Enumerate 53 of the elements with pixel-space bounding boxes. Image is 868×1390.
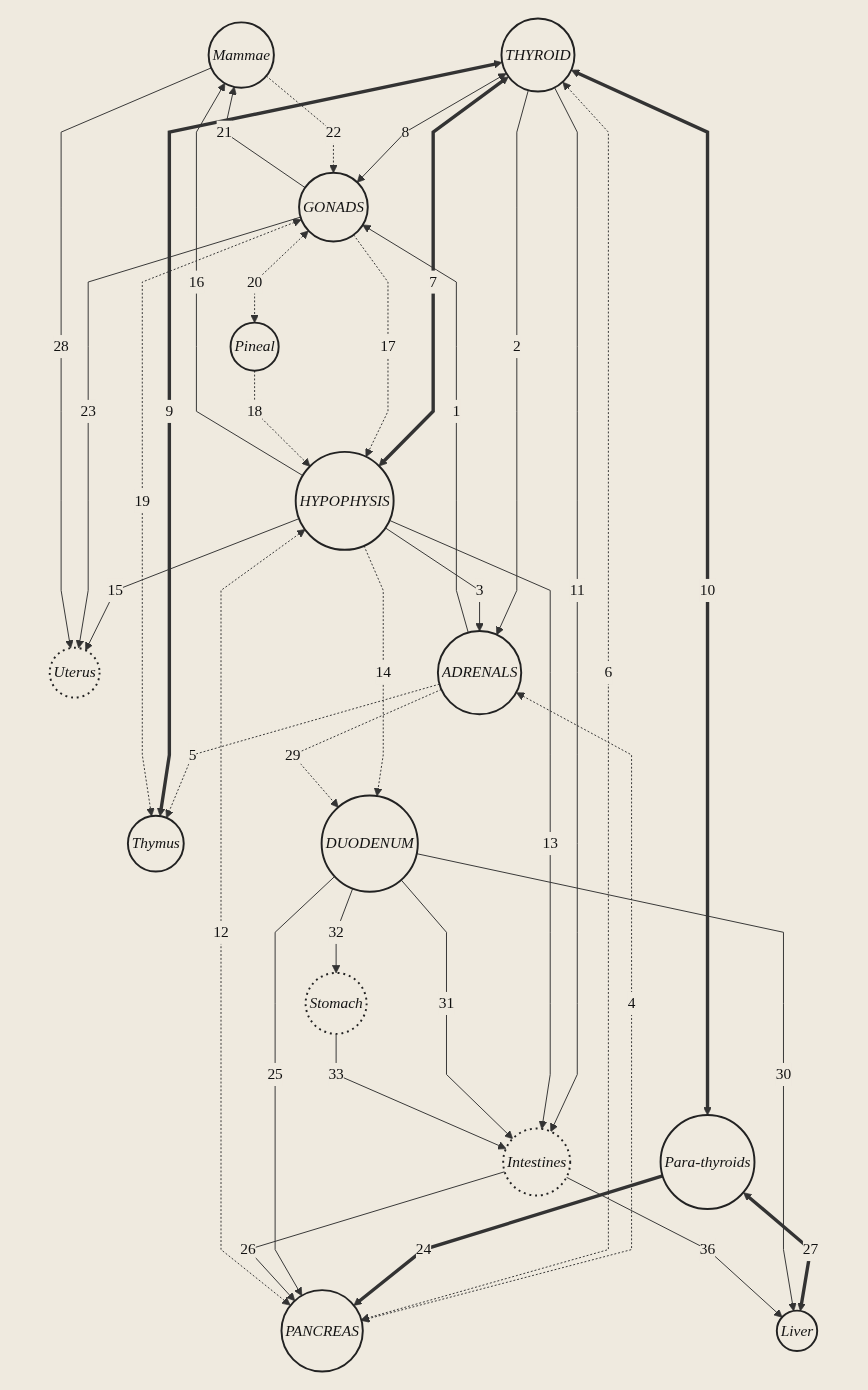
edge-label: 18 [246, 402, 263, 420]
node-circle: ADRENALS [436, 630, 523, 716]
edge-label: 28 [53, 337, 69, 355]
edge-label: 22 [325, 123, 342, 140]
edge-label: 9 [165, 402, 174, 420]
edge-label: 19 [134, 492, 151, 509]
edge-label: 21 [216, 123, 232, 140]
node-circle: Liver [775, 1309, 819, 1352]
edge-label: 25 [267, 1065, 283, 1083]
node-circle: DUODENUM [320, 794, 419, 893]
edge-label: 14 [375, 663, 391, 681]
edge-label: 8 [401, 123, 410, 140]
node-circle: THYROID [500, 17, 576, 93]
edge-label: 6 [604, 663, 613, 681]
edge-label: 20 [246, 273, 263, 290]
edge-label: 23 [80, 402, 96, 420]
edge-label: 15 [107, 581, 123, 599]
edge-label: 5 [188, 746, 197, 763]
edge-label: 17 [380, 337, 396, 355]
node-circle: Mammae [207, 21, 275, 89]
edge-label: 3 [475, 581, 484, 599]
edge-label: 13 [542, 834, 558, 852]
node-circle: PANCREAS [280, 1289, 364, 1373]
edge-label: 27 [802, 1240, 819, 1258]
node-circle: GONADS [298, 171, 369, 243]
node-circle: Stomach [304, 971, 368, 1035]
arrow [353, 1174, 664, 1306]
edge-label: 12 [213, 923, 229, 941]
node-circle: HYPOPHYSIS [294, 450, 395, 551]
edge-label: 31 [438, 994, 455, 1012]
arrow [571, 69, 712, 1116]
edge-label: 36 [699, 1240, 716, 1258]
node-circle: Thymus [126, 814, 185, 873]
edge-label: 10 [699, 581, 716, 599]
edge-label: 33 [328, 1065, 344, 1083]
node-circle: Para-thyroids [659, 1114, 756, 1210]
edge-label: 11 [569, 581, 585, 599]
edge-label: 29 [285, 746, 301, 763]
node-circle: Uterus [48, 646, 101, 699]
edge-label: 7 [429, 273, 438, 290]
edge-label: 26 [240, 1240, 256, 1258]
node-circle: Pineal [229, 321, 280, 372]
edge-label: 16 [188, 273, 205, 290]
edge-label: 32 [328, 923, 344, 941]
edge-label: 4 [627, 994, 636, 1012]
arrow [157, 60, 503, 817]
edge-label: 24 [415, 1240, 432, 1258]
edge-label: 30 [775, 1065, 792, 1083]
node-circle: Intestines [502, 1127, 572, 1197]
arrow [378, 76, 509, 467]
edge-label: 2 [512, 337, 521, 355]
arrow [743, 1192, 813, 1312]
edge-label: 1 [452, 402, 461, 420]
